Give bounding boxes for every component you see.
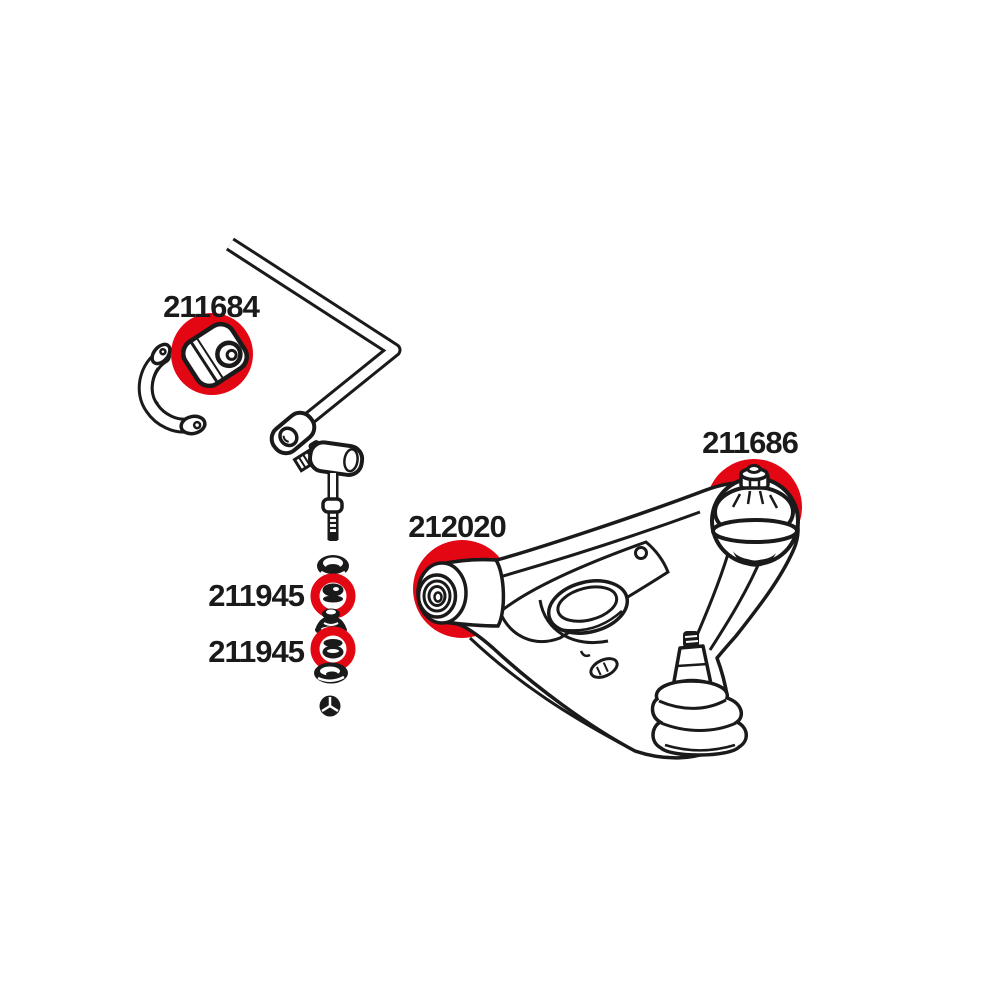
sway-bar-bushing — [181, 321, 249, 389]
link-nut — [319, 695, 341, 717]
link-bushing-lower — [310, 626, 356, 672]
link-bushing-upper — [310, 573, 356, 619]
washer-top — [317, 555, 349, 577]
label-arm-rear-bushing: 211686 — [702, 425, 798, 460]
link-washer-stack — [310, 555, 356, 717]
stabilizer-link — [292, 440, 365, 541]
sway-bar — [225, 237, 402, 435]
ball-joint — [650, 631, 748, 757]
washer-bottom — [314, 662, 348, 684]
link-housing — [307, 440, 365, 477]
label-link-bushing-upper: 211945 — [208, 578, 304, 613]
sway-bar-bracket — [137, 342, 207, 436]
bump-stop-boss — [546, 579, 630, 635]
arm-front-bushing — [416, 557, 506, 628]
control-arm — [416, 464, 800, 760]
label-arm-front-bushing: 212020 — [408, 509, 505, 544]
label-link-bushing-lower: 211945 — [208, 634, 304, 669]
label-sway-bar-bushing: 211684 — [163, 289, 260, 324]
link-rod — [321, 473, 344, 541]
sway-bar-end-eye — [269, 410, 317, 456]
arm-rear-bushing — [710, 464, 800, 567]
arm-hole-detail — [634, 546, 648, 560]
arm-slot-detail — [589, 657, 619, 679]
